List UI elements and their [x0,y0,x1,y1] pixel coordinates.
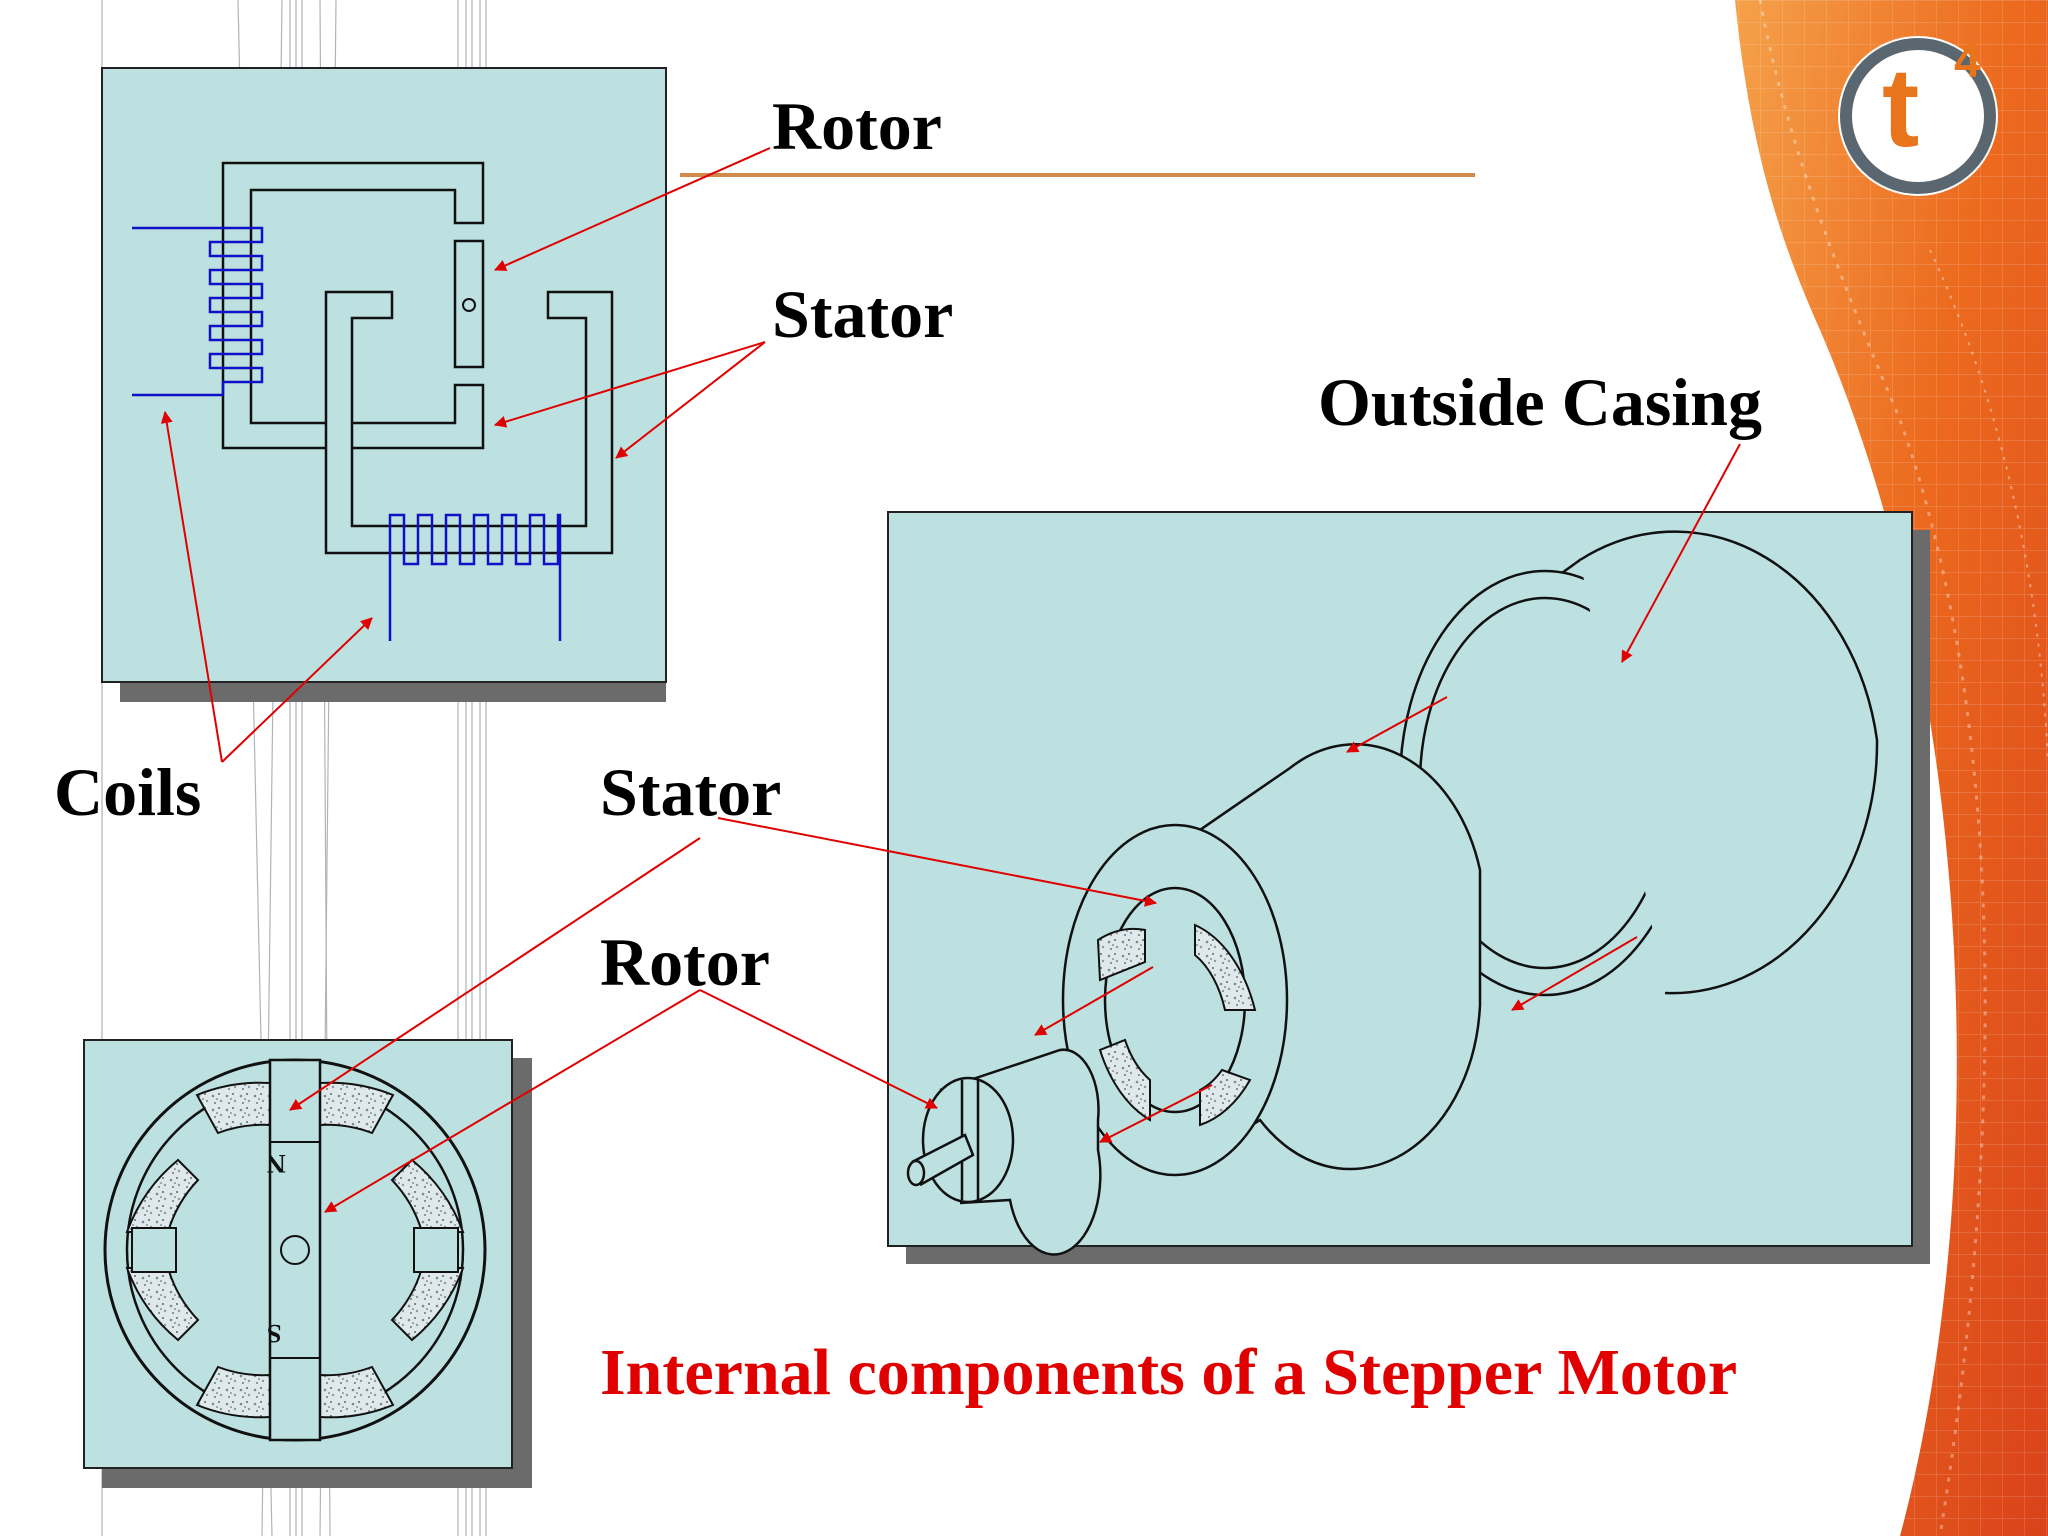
label-outside-casing: Outside Casing [1318,364,1762,440]
assembly-arrows [1034,696,1638,1143]
pole-marking-south: S [267,1319,282,1348]
slide-caption: Internal components of a Stepper Motor [600,1336,1738,1409]
cross-section-panel [83,1039,532,1488]
outer-casing [1398,530,1879,997]
cross-section-rotor [268,1058,322,1442]
lower-stator [324,290,614,555]
bottom-coil [388,513,562,641]
left-coil [132,226,264,397]
label-arrows [160,147,1741,1213]
logo-superscript: 4 [1954,35,1981,88]
label-stator-middle: Stator [600,754,782,830]
exploded-view-panel [887,511,1930,1264]
label-coils: Coils [54,754,202,830]
upper-stator [221,161,485,450]
logo-t-glyph: t [1882,45,1920,170]
stator-poles [125,1081,465,1419]
logo-ring [1838,36,1998,196]
rotor-bar [453,239,485,369]
label-rotor-middle: Rotor [600,924,770,1000]
pole-marking-north: N [267,1149,286,1178]
label-stator-top: Stator [772,276,954,352]
label-rotor-top: Rotor [772,88,942,164]
rotor-shaft [906,1048,1102,1256]
orange-banner [1735,0,2048,1536]
stator-segments [1096,923,1257,1127]
schematic-panel [101,67,667,702]
